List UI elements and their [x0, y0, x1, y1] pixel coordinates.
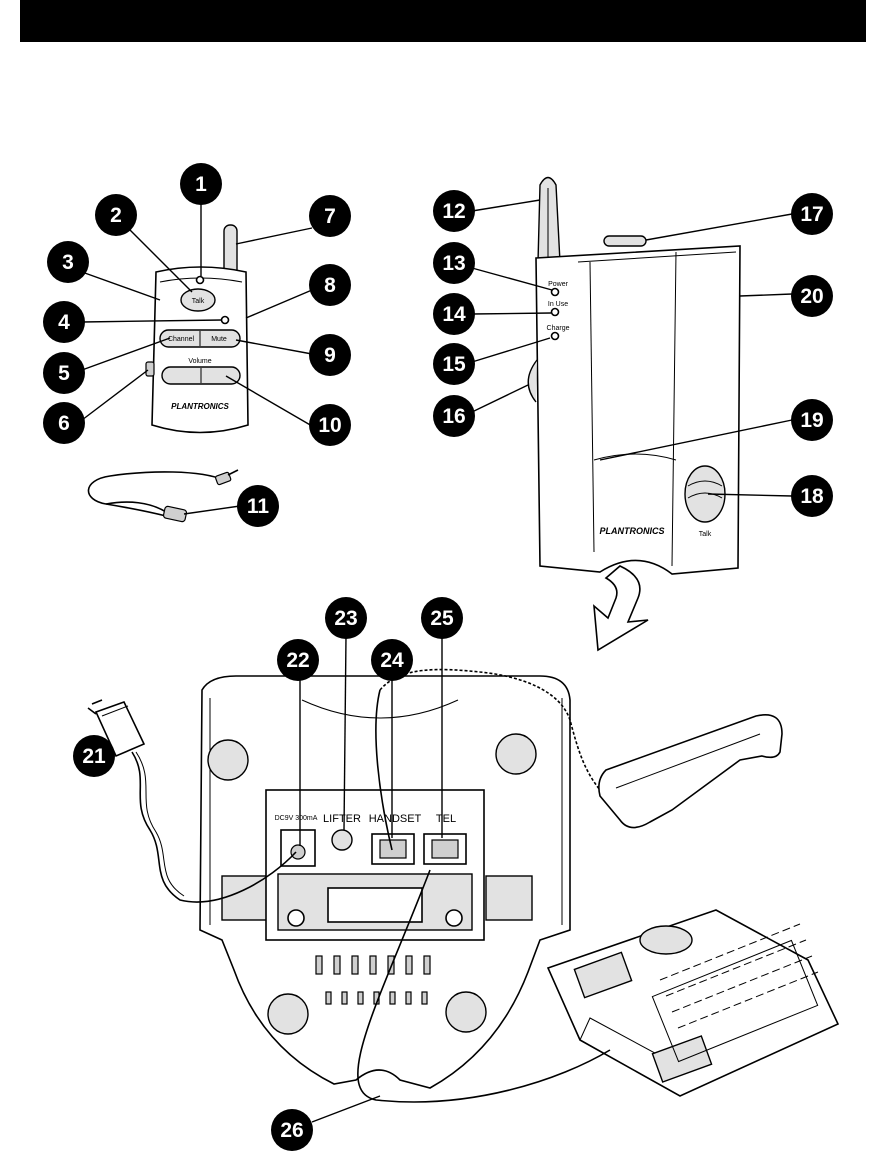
svg-text:16: 16 [442, 405, 465, 428]
svg-text:11: 11 [247, 495, 270, 518]
svg-text:7: 7 [324, 205, 336, 228]
foot-top-left [208, 740, 248, 780]
indicator-light-1 [197, 277, 204, 284]
svg-text:3: 3 [62, 251, 74, 274]
power-label: Power [548, 281, 569, 288]
callout-3: 3 [47, 241, 89, 283]
callout-20: 20 [791, 275, 833, 317]
svg-text:23: 23 [334, 607, 357, 630]
svg-text:24: 24 [380, 649, 404, 672]
svg-text:10: 10 [318, 414, 341, 437]
lifter-port [332, 830, 352, 850]
svg-text:22: 22 [286, 649, 309, 672]
base-unit: Power In Use Charge Talk PLANTRONICS [528, 178, 740, 575]
callout-7: 7 [309, 195, 351, 237]
svg-text:8: 8 [324, 274, 336, 297]
svg-text:6: 6 [58, 412, 70, 435]
lifter-port-label: LIFTER [323, 813, 361, 825]
callout-14: 14 [433, 293, 475, 335]
svg-text:5: 5 [58, 362, 70, 385]
in-use-led [552, 309, 559, 316]
svg-text:14: 14 [442, 303, 466, 326]
svg-text:1: 1 [195, 173, 207, 196]
volume-label: Volume [188, 358, 211, 365]
base-bottom: DC9V 300mA LIFTER HANDSET TEL [200, 676, 570, 1088]
flip-arrow [594, 566, 648, 650]
portable-unit: Talk Channel Mute Volume PLANTRONICS [146, 225, 248, 433]
callout-1: 1 [180, 163, 222, 205]
charge-led [552, 333, 559, 340]
svg-text:19: 19 [800, 409, 823, 432]
channel-label: Channel [168, 336, 195, 343]
svg-text:2: 2 [110, 204, 122, 227]
base-brand: PLANTRONICS [600, 526, 665, 536]
svg-text:13: 13 [442, 252, 465, 275]
svg-text:12: 12 [442, 200, 465, 223]
talk-button-label: Talk [192, 298, 205, 305]
phone-speaker [640, 926, 692, 954]
svg-text:18: 18 [800, 485, 824, 508]
callout-11: 11 [237, 485, 279, 527]
handset-port-label: HANDSET [369, 813, 422, 825]
indicator-light-4 [222, 317, 229, 324]
callout-13: 13 [433, 242, 475, 284]
callout-9: 9 [309, 334, 351, 376]
callout-4: 4 [43, 301, 85, 343]
power-port-label: DC9V 300mA [275, 815, 318, 822]
foot-bottom-left [268, 994, 308, 1034]
svg-text:9: 9 [324, 344, 336, 367]
callout-26: 26 [271, 1109, 313, 1151]
foot-bottom-right [446, 992, 486, 1032]
callout-12: 12 [433, 190, 475, 232]
base-talk-label: Talk [699, 531, 712, 538]
headset-cable [88, 470, 238, 522]
callout-17: 17 [791, 193, 833, 235]
side-jack [146, 362, 154, 376]
callout-23: 23 [325, 597, 367, 639]
callout-24: 24 [371, 639, 413, 681]
svg-text:20: 20 [800, 285, 823, 308]
base-top-button [604, 236, 646, 246]
callout-16: 16 [433, 395, 475, 437]
callout-10: 10 [309, 404, 351, 446]
tel-port-label: TEL [436, 813, 456, 825]
svg-text:4: 4 [58, 311, 70, 334]
callout-8: 8 [309, 264, 351, 306]
power-led [552, 289, 559, 296]
svg-text:17: 17 [800, 203, 823, 226]
svg-text:21: 21 [82, 745, 106, 768]
callout-5: 5 [43, 352, 85, 394]
base-side-bump [528, 360, 537, 402]
svg-text:15: 15 [442, 353, 466, 376]
mute-label: Mute [211, 336, 227, 343]
power-port [291, 845, 305, 859]
svg-text:25: 25 [430, 607, 454, 630]
callout-6: 6 [43, 402, 85, 444]
callout-19: 19 [791, 399, 833, 441]
portable-brand: PLANTRONICS [171, 402, 229, 411]
callout-25: 25 [421, 597, 463, 639]
charge-label: Charge [547, 325, 570, 332]
svg-text:26: 26 [280, 1119, 303, 1142]
antenna-base [538, 178, 560, 263]
base-body [536, 246, 740, 574]
callout-15: 15 [433, 343, 475, 385]
callout-22: 22 [277, 639, 319, 681]
callout-2: 2 [95, 194, 137, 236]
callout-21: 21 [73, 735, 115, 777]
in-use-label: In Use [548, 301, 568, 308]
handset-body [599, 715, 782, 828]
foot-top-right [496, 734, 536, 774]
callout-18: 18 [791, 475, 833, 517]
